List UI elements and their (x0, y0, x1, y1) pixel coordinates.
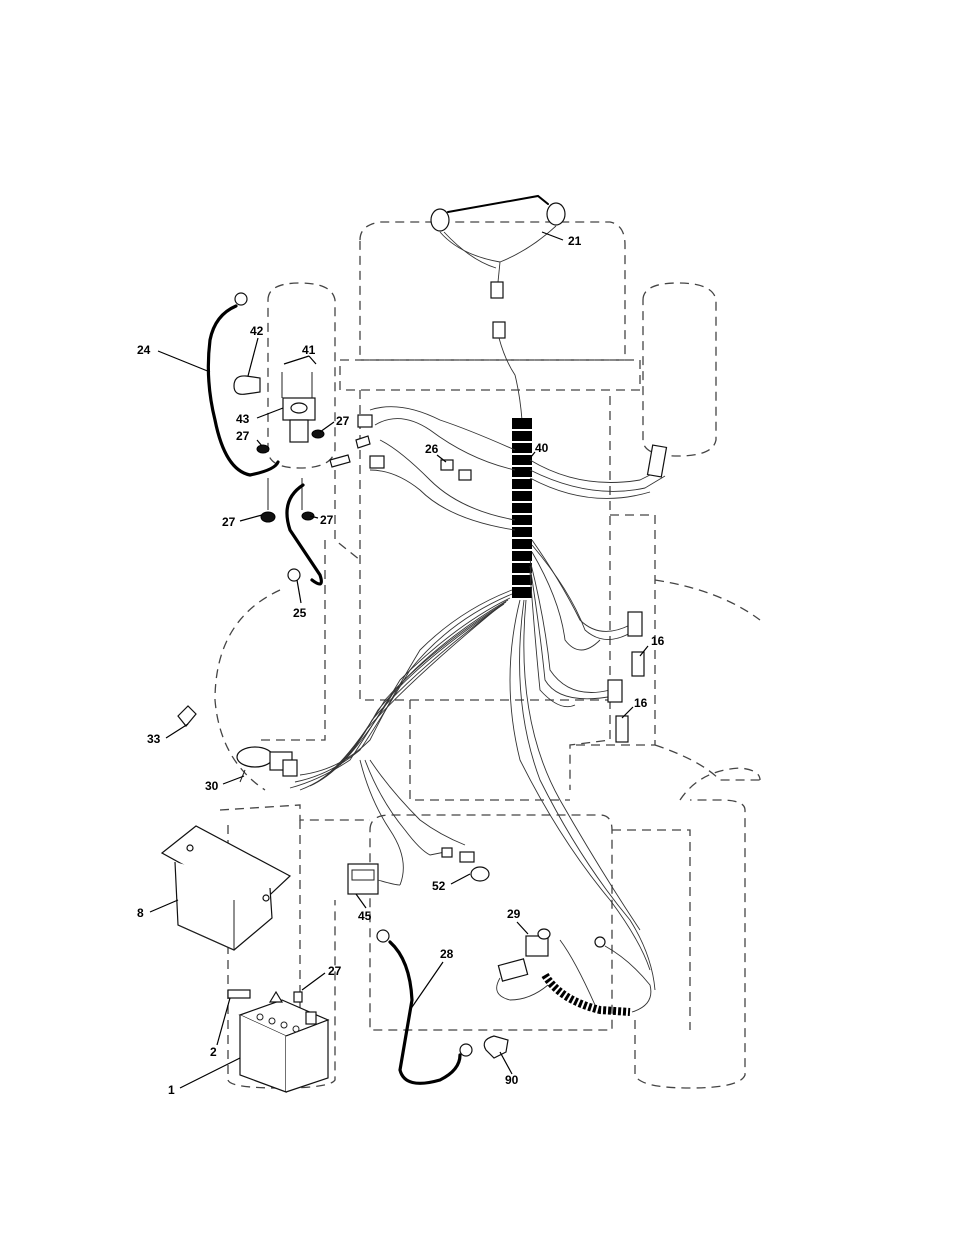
callout-27-d: 27 (320, 513, 334, 527)
key-and-ignition (178, 706, 297, 782)
switch-29 (497, 929, 651, 1012)
callout-24: 24 (137, 343, 151, 357)
solenoid-assembly (234, 372, 384, 522)
tractor-outline (215, 222, 760, 1088)
ground-cable (377, 930, 472, 1083)
headlight-harness (431, 196, 565, 420)
callout-8: 8 (137, 906, 144, 920)
callout-90: 90 (505, 1073, 519, 1087)
battery-tray (162, 826, 290, 950)
callout-41: 41 (302, 343, 316, 357)
callout-26: 26 (425, 442, 439, 456)
callout-27-a: 27 (336, 414, 350, 428)
harness-sleeve (512, 418, 532, 598)
callout-16-b: 16 (634, 696, 648, 710)
callout-30: 30 (205, 779, 219, 793)
callout-28: 28 (440, 947, 454, 961)
part-26 (441, 460, 471, 480)
callout-2: 2 (210, 1045, 217, 1059)
callout-27-e: 27 (328, 964, 342, 978)
callout-33: 33 (147, 732, 161, 746)
callout-16-a: 16 (651, 634, 665, 648)
callout-21: 21 (568, 234, 582, 248)
callout-27-c: 27 (222, 515, 236, 529)
module-45 (348, 864, 400, 894)
callout-52: 52 (432, 879, 446, 893)
callout-1: 1 (168, 1083, 175, 1097)
callout-40: 40 (535, 441, 549, 455)
callout-29: 29 (507, 907, 521, 921)
callout-45: 45 (358, 909, 372, 923)
callout-27-b: 27 (236, 429, 250, 443)
callout-25: 25 (293, 606, 307, 620)
battery (228, 990, 328, 1092)
callout-42: 42 (250, 324, 264, 338)
callout-labels: 21 24 42 41 43 27 27 27 27 26 40 25 16 1… (137, 234, 665, 1097)
terminal-boot (484, 1036, 508, 1058)
callout-43: 43 (236, 412, 250, 426)
